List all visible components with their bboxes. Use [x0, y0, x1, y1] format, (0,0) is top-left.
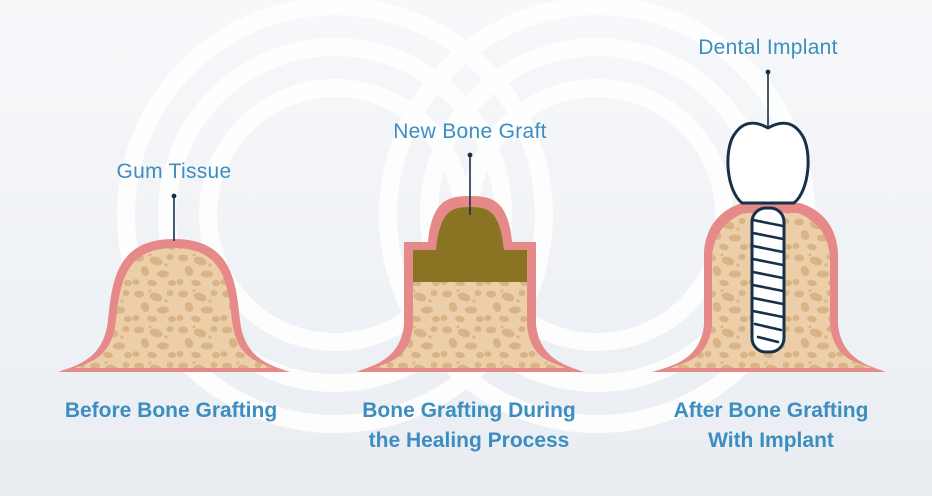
caption-after-line-2: With Implant [708, 429, 834, 452]
implant-threads [751, 218, 785, 344]
panel-after-with-implant: Dental Implant After Bone Grafting With … [652, 36, 886, 452]
caption-before-line-1: Before Bone Grafting [65, 399, 277, 422]
bone-shape [75, 248, 273, 368]
dental-implant-label: Dental Implant [698, 36, 838, 59]
caption-during-line-1: Bone Grafting During [362, 399, 576, 422]
panel-before-grafting: Gum Tissue Before Bone Grafting [58, 160, 290, 422]
gum-tissue-label: Gum Tissue [116, 160, 231, 183]
dental-implant-leader-dot [765, 69, 771, 75]
gum-tissue-leader-dot [171, 193, 177, 199]
caption-after-line-1: After Bone Grafting [674, 399, 869, 422]
new-bone-graft-label: New Bone Graft [393, 120, 547, 143]
caption-during-line-2: the Healing Process [369, 429, 570, 452]
implant-crown [726, 121, 810, 205]
new-bone-graft-leader-dot [467, 152, 473, 158]
